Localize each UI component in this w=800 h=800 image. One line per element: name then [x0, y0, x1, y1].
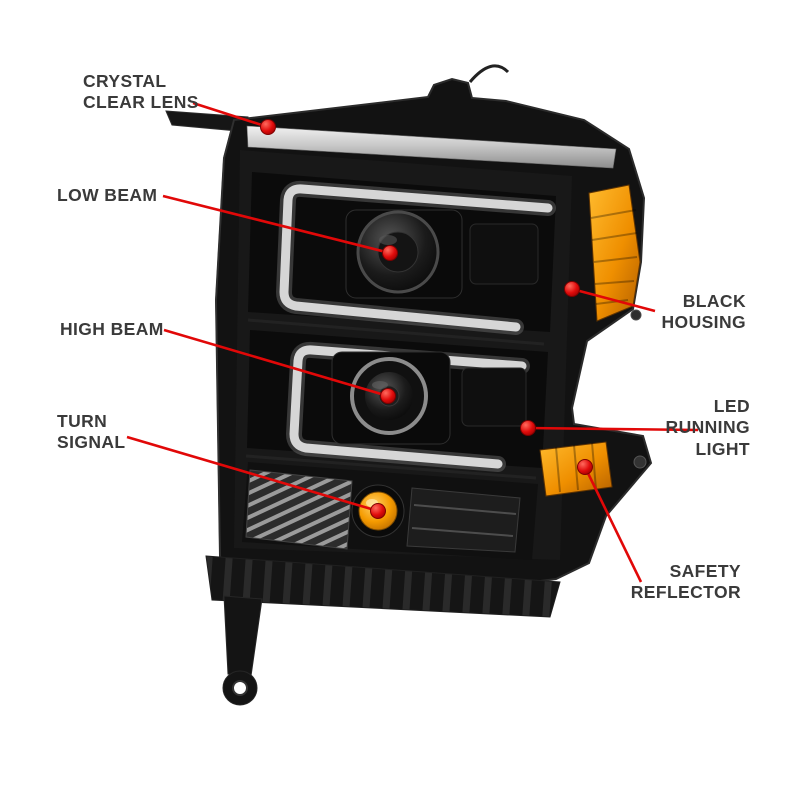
label-black-housing: BLACK HOUSING	[661, 291, 746, 333]
label-turn-signal: TURN SIGNAL	[57, 411, 126, 453]
leader-safety-reflector	[583, 466, 643, 583]
clear-lens-panel	[406, 487, 521, 553]
label-low-beam: LOW BEAM	[57, 185, 158, 205]
headlight-body	[165, 64, 653, 706]
dot-black-housing	[564, 281, 580, 297]
leader-led-running-light	[527, 426, 699, 432]
label-high-beam: HIGH BEAM	[60, 319, 164, 339]
leader-turn-signal	[126, 435, 379, 513]
upper-drl-tube	[279, 184, 553, 332]
leader-crystal-clear-lens	[192, 101, 269, 129]
dot-turn-signal	[370, 503, 386, 519]
mounting-hole	[232, 680, 248, 696]
side-screw	[633, 455, 647, 469]
top-clip-wire	[468, 64, 510, 83]
dot-safety-reflector	[577, 459, 593, 475]
striped-reflector	[245, 469, 353, 550]
callout-leaders	[126, 101, 699, 583]
lower-mounting-arm	[222, 595, 263, 706]
dot-low-beam	[382, 245, 398, 261]
led-running-light-tubes	[275, 180, 556, 472]
upper-screw	[630, 309, 642, 321]
leader-high-beam	[163, 328, 389, 398]
chamber-dividers	[245, 318, 545, 480]
dot-led-running-light	[520, 420, 536, 436]
label-led-running-light: LED RUNNING LIGHT	[665, 396, 750, 459]
crystal-lens-strip	[246, 125, 617, 169]
bottom-ribbed-bracket	[205, 555, 561, 618]
leader-low-beam	[162, 194, 391, 255]
leader-black-housing	[571, 287, 656, 313]
dot-high-beam	[380, 388, 396, 404]
safety-reflector-amber	[539, 441, 613, 497]
label-crystal-clear-lens: CRYSTAL CLEAR LENS	[83, 71, 199, 113]
middle-drl-tube	[289, 345, 527, 469]
low-beam-projector	[345, 209, 539, 299]
corner-reflector-amber	[588, 184, 641, 322]
dot-crystal-clear-lens	[260, 119, 276, 135]
label-safety-reflector: SAFETY REFLECTOR	[630, 561, 741, 603]
